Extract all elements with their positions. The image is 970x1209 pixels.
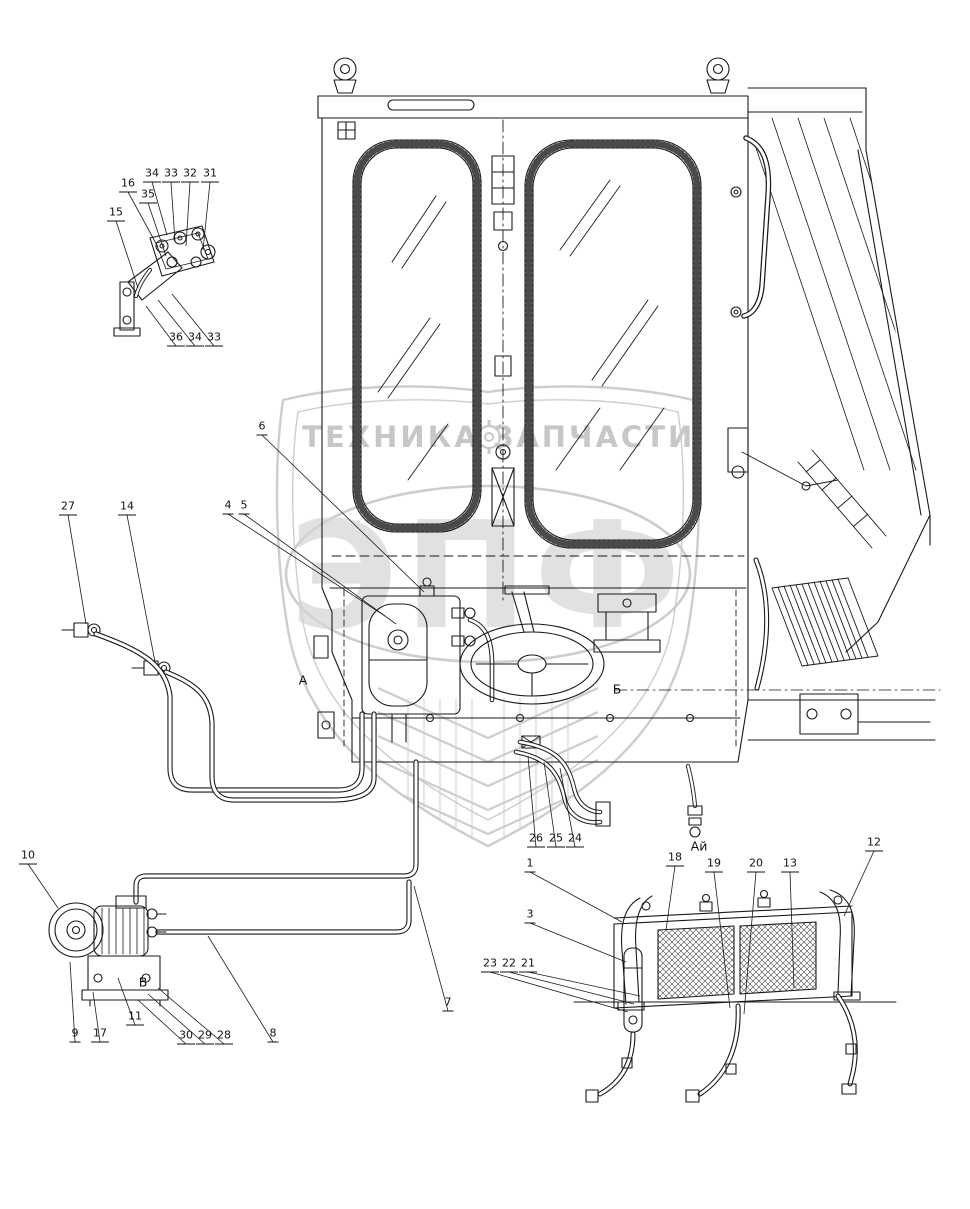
door-handrail bbox=[741, 135, 772, 319]
condenser-assembly bbox=[573, 889, 897, 1011]
leader-14 bbox=[126, 514, 156, 663]
leader-23 bbox=[489, 971, 629, 1013]
leader-34 bbox=[151, 181, 168, 236]
leader-7 bbox=[413, 885, 449, 1012]
leader-12 bbox=[843, 850, 875, 917]
lifting-eye-left bbox=[333, 57, 357, 94]
air-intake-grille bbox=[771, 449, 887, 667]
leader-29 bbox=[147, 993, 206, 1045]
leader-30 bbox=[137, 999, 187, 1045]
leader-11 bbox=[117, 977, 136, 1026]
right-drop-fitting bbox=[685, 763, 703, 838]
door-glass-panel bbox=[727, 87, 931, 653]
leader-19 bbox=[713, 871, 731, 1009]
leader-20 bbox=[743, 871, 757, 1015]
leader-28 bbox=[157, 987, 225, 1045]
seat-console bbox=[593, 593, 661, 653]
glass-reflection-lines bbox=[377, 195, 449, 481]
control-valve-assembly bbox=[113, 225, 216, 337]
leader-22 bbox=[508, 971, 635, 1005]
leader-26 bbox=[527, 755, 537, 848]
leader-16 bbox=[127, 191, 159, 248]
watermark-brand-left: ТЕХНИКА bbox=[302, 420, 480, 454]
leader-5 bbox=[243, 513, 397, 625]
watermark-logo-ellipse bbox=[284, 484, 692, 664]
leader-33 bbox=[171, 293, 215, 347]
leader-8 bbox=[207, 935, 274, 1043]
cab-centerline bbox=[491, 119, 515, 601]
right-windshield bbox=[524, 139, 702, 549]
leader-21 bbox=[527, 971, 641, 997]
leader-35 bbox=[147, 202, 167, 257]
leader-18 bbox=[665, 865, 676, 931]
watermark-brand-right: ЗАПЧАСТИ bbox=[493, 420, 696, 454]
lifting-eye-right bbox=[706, 57, 730, 94]
right-frame-rails bbox=[614, 557, 941, 741]
cab-roof bbox=[317, 95, 749, 140]
leader-27 bbox=[67, 514, 87, 625]
compressor-assembly bbox=[48, 895, 169, 1007]
leader-9 bbox=[69, 961, 76, 1043]
leader-32 bbox=[185, 181, 191, 247]
leader-31 bbox=[202, 181, 211, 251]
leader-33 bbox=[170, 181, 176, 242]
leader-3 bbox=[529, 922, 627, 963]
leader-13 bbox=[789, 871, 795, 989]
leader-17 bbox=[92, 991, 101, 1043]
leader-10 bbox=[27, 863, 59, 909]
watermark: ЭПФ ТЕХНИКА ЗАПЧАСТИ bbox=[275, 385, 701, 848]
heater-hoses bbox=[513, 735, 611, 827]
glass-reflection-lines bbox=[555, 179, 665, 471]
steering-wheel bbox=[459, 585, 605, 705]
leader-1 bbox=[529, 871, 623, 923]
leader-6 bbox=[261, 434, 425, 593]
leader-36 bbox=[145, 305, 177, 347]
cab-body-outline bbox=[313, 117, 749, 763]
leader-24 bbox=[559, 767, 576, 848]
condenser-hoses bbox=[585, 993, 858, 1103]
callout-leader-lines bbox=[27, 181, 875, 1045]
leader-34 bbox=[157, 299, 196, 347]
door-glass-hatching bbox=[754, 117, 924, 471]
leader-15 bbox=[115, 220, 139, 289]
refrigerant-hoses bbox=[93, 631, 419, 935]
left-windshield bbox=[352, 139, 482, 533]
receiver-drier bbox=[623, 947, 643, 1033]
bulkhead-fitting-27 bbox=[61, 622, 101, 638]
leader-4 bbox=[227, 513, 386, 617]
leader-25 bbox=[543, 761, 557, 848]
